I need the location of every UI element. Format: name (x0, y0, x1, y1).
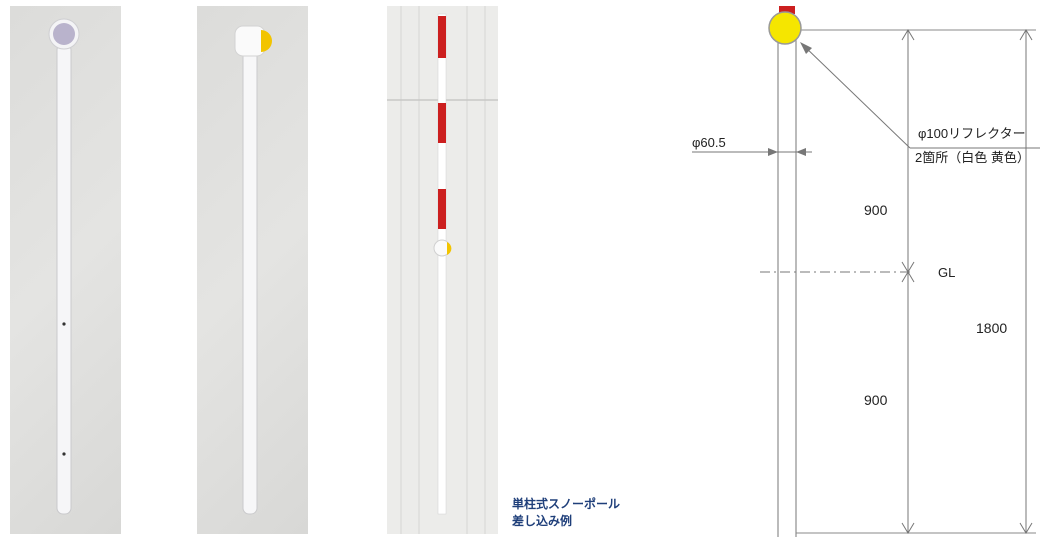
diameter-arrow-right (796, 148, 806, 156)
photo-striped-pole-insert-example (387, 6, 498, 534)
yellow-reflector (447, 242, 452, 255)
leader-arrowhead (800, 42, 812, 54)
yellow-reflector (261, 30, 272, 52)
red-stripe (438, 189, 446, 229)
pole-hole (62, 452, 66, 456)
insert-example-caption: 単柱式スノーポール 差し込み例 (512, 496, 620, 530)
caption-line-1: 単柱式スノーポール (512, 497, 621, 511)
pole (437, 13, 447, 515)
red-stripe (438, 103, 446, 143)
photo-1-illustration (48, 18, 80, 515)
total-arrow-top (1019, 29, 1033, 41)
red-stripe (438, 16, 446, 58)
reflector-symbol (768, 11, 802, 45)
pole-cap-red (779, 6, 795, 14)
total-arrow-bottom (1019, 522, 1033, 534)
lower-length-label: 900 (864, 392, 888, 408)
reflector-spec-label: φ100リフレクター (918, 126, 1026, 141)
diameter-arrow-left (768, 148, 778, 156)
total-length-label: 1800 (976, 320, 1007, 336)
upper-length-label: 900 (864, 202, 888, 218)
caption-line-2: 差し込み例 (512, 514, 573, 528)
upper-arrow-top (901, 29, 915, 41)
reflector-leader-line (801, 43, 911, 149)
photo-2-illustration (234, 25, 272, 515)
photo-3-illustration (387, 6, 498, 534)
pipe-diameter-label: φ60.5 (692, 135, 726, 150)
photo-yellow-reflector-pole (197, 6, 308, 534)
photo-white-reflector-pole (10, 6, 121, 534)
pole-hole (62, 322, 66, 326)
white-reflector (53, 23, 75, 45)
reflector-count-label: 2箇所（白色 黄色） (915, 150, 1030, 165)
ground-level-label: GL (938, 265, 955, 280)
lower-arrow-bottom (901, 522, 915, 534)
